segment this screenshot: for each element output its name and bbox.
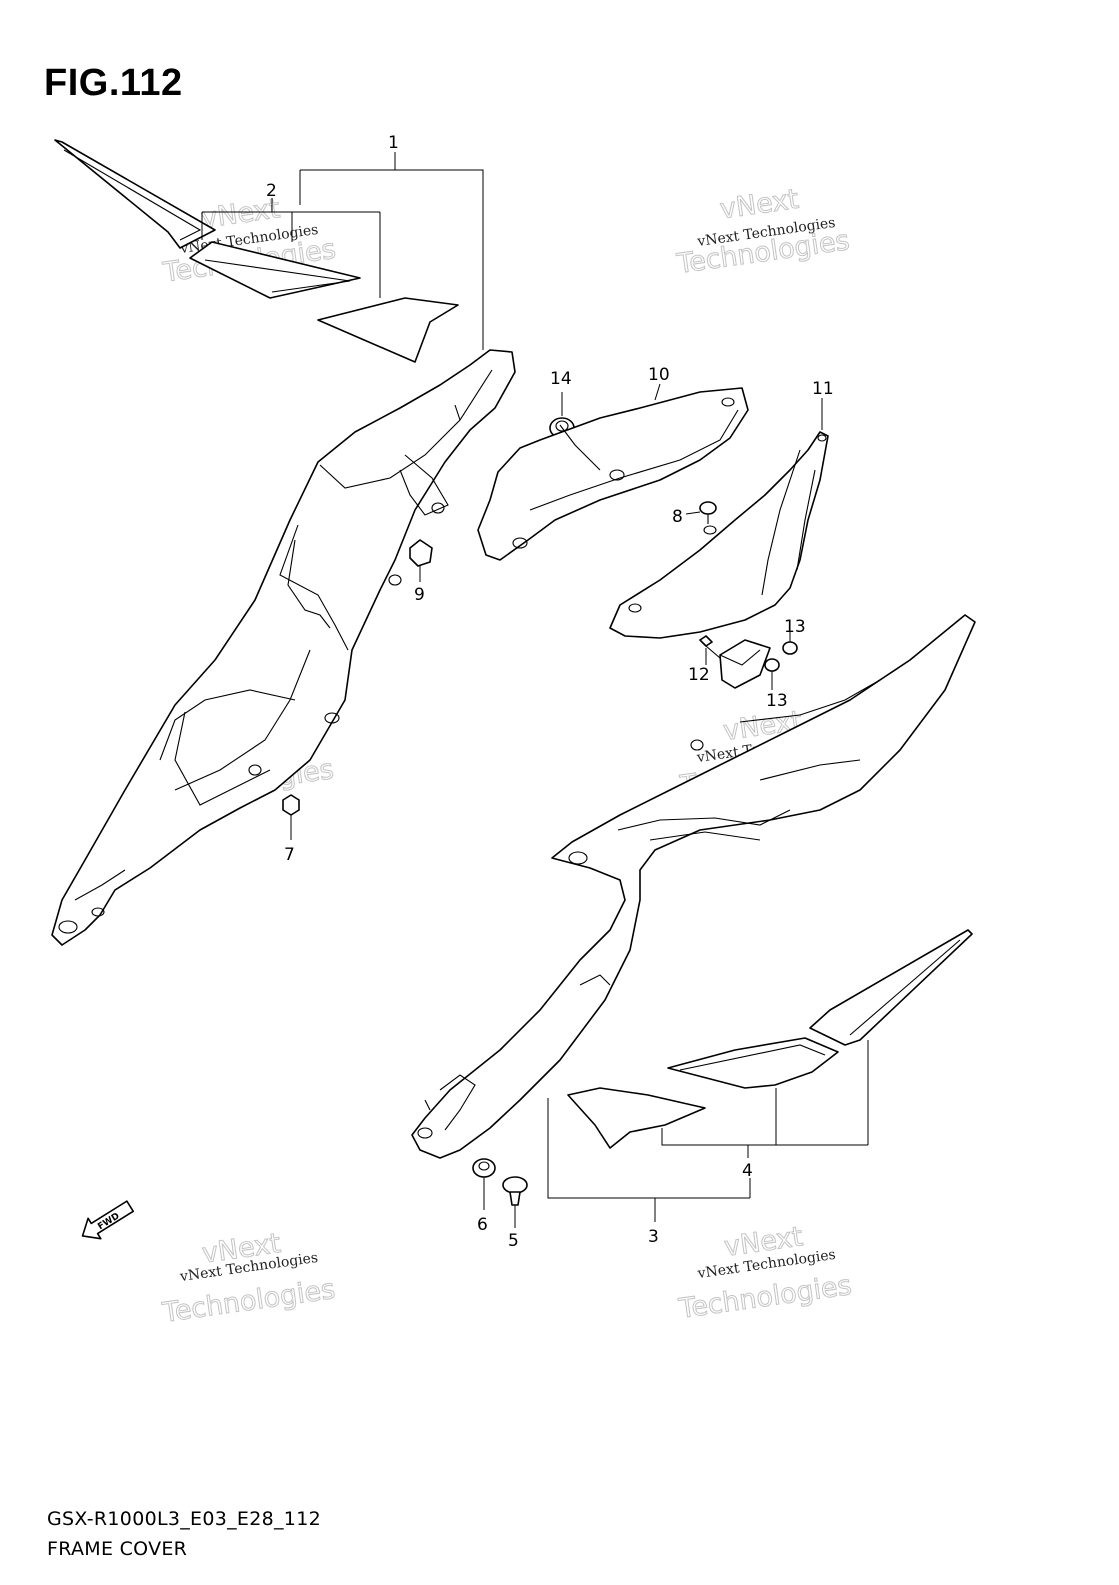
callout-4: 4	[742, 1161, 753, 1181]
fwd-arrow: FWD	[81, 1200, 135, 1240]
callout-13-lower: 13	[766, 691, 788, 711]
mount-bracket	[719, 639, 771, 689]
bolt-13-upper	[782, 630, 798, 655]
frame-cover-right	[411, 614, 976, 1159]
watermark-top-right: Technologies vNext vNext Technologies	[674, 183, 852, 280]
callout-1: 1	[388, 133, 399, 153]
callout-8: 8	[672, 507, 683, 527]
diagram-code: GSX-R1000L3_E03_E28_112	[47, 1508, 321, 1530]
callout-5: 5	[508, 1231, 519, 1251]
diagram-name: FRAME COVER	[47, 1538, 188, 1560]
leader-lines-3-4	[547, 1040, 869, 1222]
clip-nut-9	[409, 539, 433, 582]
inner-cover-10	[477, 383, 749, 561]
callout-7: 7	[284, 845, 295, 865]
watermark-bottom-left: Technologies vNext vNext Technologies	[159, 1228, 337, 1330]
figure-title: FIG.112	[44, 62, 183, 104]
grommet-6	[472, 1158, 496, 1210]
screw-12	[699, 635, 721, 665]
nut-7	[282, 794, 300, 840]
callout-2: 2	[266, 181, 277, 201]
callout-6: 6	[477, 1215, 488, 1235]
decal-set-right	[567, 929, 973, 1149]
pin-5	[502, 1176, 528, 1228]
bolt-8	[685, 501, 717, 524]
callout-9: 9	[414, 585, 425, 605]
leader-lines-1-2	[201, 152, 484, 350]
svg-text:vNext: vNext	[718, 184, 800, 226]
callout-13-upper: 13	[784, 617, 806, 637]
callout-3: 3	[648, 1227, 659, 1247]
bolt-13-lower	[764, 658, 780, 690]
frame-cover-left	[51, 349, 516, 946]
callout-10: 10	[648, 365, 670, 385]
bracket-cover-11	[609, 398, 829, 639]
decal-set-left	[54, 139, 459, 363]
callout-14: 14	[550, 369, 572, 389]
callout-12: 12	[688, 665, 710, 685]
watermark-bottom-right: Technologies vNext vNext Technologies	[676, 1221, 854, 1326]
callout-11: 11	[812, 379, 834, 399]
